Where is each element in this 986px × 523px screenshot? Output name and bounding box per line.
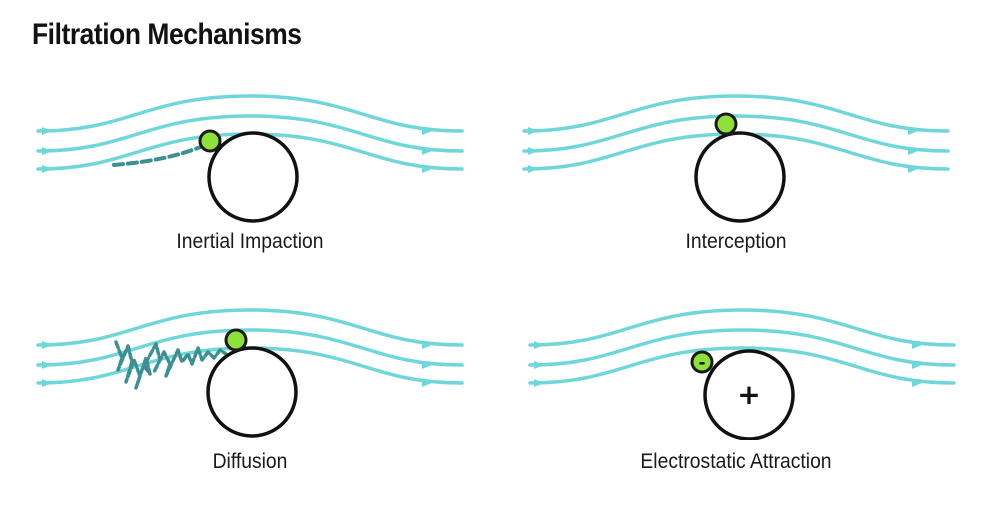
flow-arrow-icon <box>42 127 52 135</box>
diffusion-diagram <box>36 308 464 438</box>
flow-arrow-icon <box>528 165 538 173</box>
panel-label: Diffusion <box>212 450 288 473</box>
page-title: Filtration Mechanisms <box>32 18 302 51</box>
inertial-impaction-diagram <box>36 94 464 223</box>
flow-arrow-icon <box>534 341 544 349</box>
streamline-1 <box>528 308 956 347</box>
particle-charge-minus: - <box>698 353 705 373</box>
flow-arrow-icon <box>42 147 52 155</box>
particle-circle <box>224 328 248 352</box>
flow-arrow-icon <box>912 341 922 349</box>
flow-arrow-icon <box>42 379 52 387</box>
streamline-2 <box>36 328 464 367</box>
panel-label: Inertial Impaction <box>176 230 324 253</box>
brownian-trajectory <box>114 340 228 390</box>
flow-arrow-icon <box>42 361 52 369</box>
particle-circle <box>198 129 222 153</box>
panel-interception: Interception <box>516 86 956 266</box>
particle-trajectory <box>112 142 210 167</box>
fiber-circle <box>703 349 795 440</box>
flow-arrow-icon <box>422 147 432 155</box>
flow-arrow-icon <box>912 379 922 387</box>
streamline-2 <box>36 114 464 153</box>
flow-arrow-icon <box>534 361 544 369</box>
flow-arrow-icon <box>422 361 432 369</box>
streamline-1 <box>36 94 464 133</box>
streamline-2 <box>528 328 956 367</box>
flow-arrow-icon <box>908 147 918 155</box>
panel-electrostatic-attraction: + - Electrostatic Attraction <box>516 300 956 480</box>
flow-arrow-icon <box>42 165 52 173</box>
flow-arrow-icon <box>528 147 538 155</box>
streamline-3 <box>528 346 956 385</box>
flow-arrow-icon <box>908 127 918 135</box>
electrostatic-attraction-diagram: + - <box>528 308 956 440</box>
panel-inertial-impaction: Inertial Impaction <box>30 86 470 266</box>
fiber-circle <box>207 131 299 223</box>
fiber-circle <box>694 131 786 223</box>
flow-arrow-icon <box>422 127 432 135</box>
streamline-2 <box>522 114 950 153</box>
flow-arrow-icon <box>912 361 922 369</box>
fiber-circle <box>206 346 298 438</box>
streamline-1 <box>522 94 950 133</box>
flow-arrow-icon <box>528 127 538 135</box>
panel-diffusion: Diffusion <box>30 300 470 480</box>
flow-arrow-icon <box>908 165 918 173</box>
streamline-1 <box>36 308 464 347</box>
particle-circle <box>690 350 714 374</box>
panel-label: Interception <box>685 230 787 253</box>
flow-arrow-icon <box>534 379 544 387</box>
flow-arrow-icon <box>42 341 52 349</box>
fiber-charge-plus: + <box>737 378 760 411</box>
flow-arrow-icon <box>422 379 432 387</box>
panel-label: Electrostatic Attraction <box>640 450 832 473</box>
flow-arrow-icon <box>422 165 432 173</box>
interception-diagram <box>522 94 950 223</box>
particle-circle <box>714 112 738 136</box>
flow-arrow-icon <box>422 341 432 349</box>
